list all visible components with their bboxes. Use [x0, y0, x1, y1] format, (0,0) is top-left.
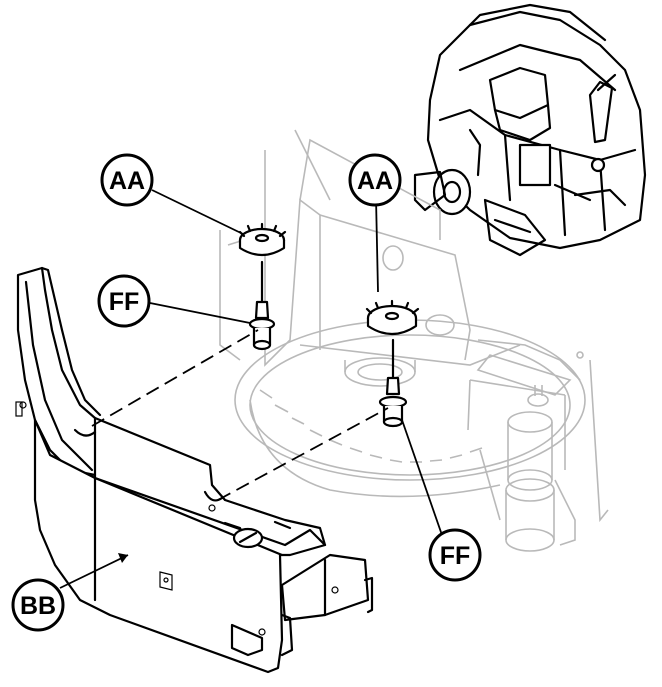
callout-aa-right: AA: [348, 153, 402, 207]
callout-ff-left-label: FF: [109, 288, 140, 316]
stud-ff-left: [248, 260, 276, 351]
leader-lines: [59, 189, 444, 589]
knob-aa-left: [238, 222, 287, 257]
alignment-lines: [91, 329, 389, 501]
callout-aa-left: AA: [100, 153, 154, 207]
roller-assembly: [476, 354, 572, 552]
callout-bb: BB: [11, 578, 65, 632]
callout-aa-left-label: AA: [109, 167, 145, 195]
callout-ff-right-label: FF: [440, 542, 471, 570]
scrubber-machine-illustration: [413, 3, 647, 257]
side-skirt-bb: [15, 266, 374, 674]
stud-ff-right: [378, 338, 408, 428]
callout-ff-right: FF: [428, 528, 482, 582]
callout-aa-right-label: AA: [357, 167, 393, 195]
callout-ff-left: FF: [97, 274, 151, 328]
knob-aa-right: [365, 299, 420, 336]
callout-bb-label: BB: [20, 592, 56, 620]
